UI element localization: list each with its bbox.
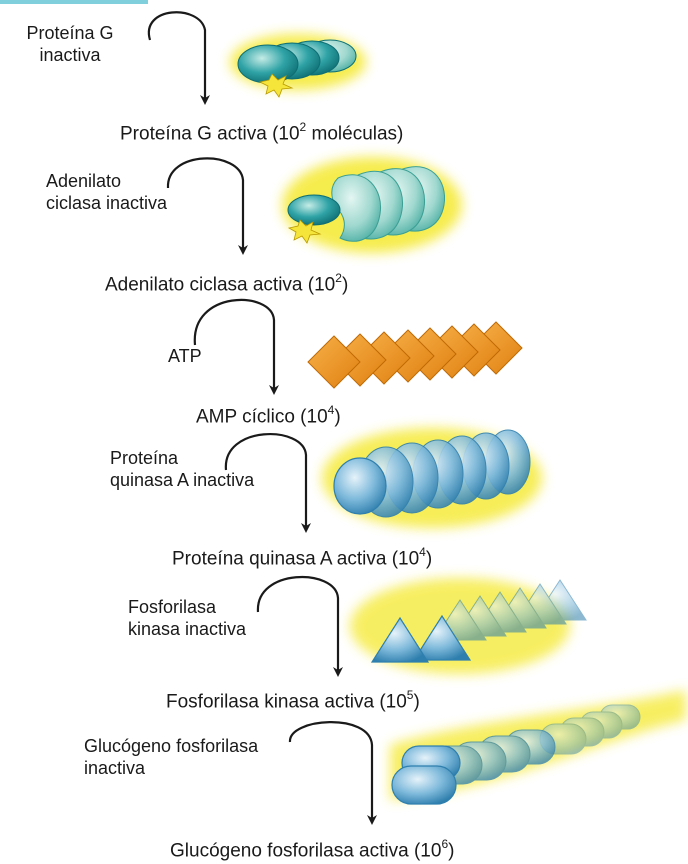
adenylate-cyclase-icon [282,157,462,253]
pka-icon [322,428,542,528]
arrow-step4 [226,434,306,528]
camp-icon [300,322,528,388]
glycogen-phosphorylase-icon [390,690,686,804]
arrow-step1 [149,12,205,100]
arrow-step6 [290,722,372,820]
arrow-step2 [168,158,243,250]
g-protein-icon [230,34,366,97]
phosphorylase-kinase-icon [350,578,586,674]
arrow-step3 [195,300,274,390]
arrow-step5 [258,577,338,672]
